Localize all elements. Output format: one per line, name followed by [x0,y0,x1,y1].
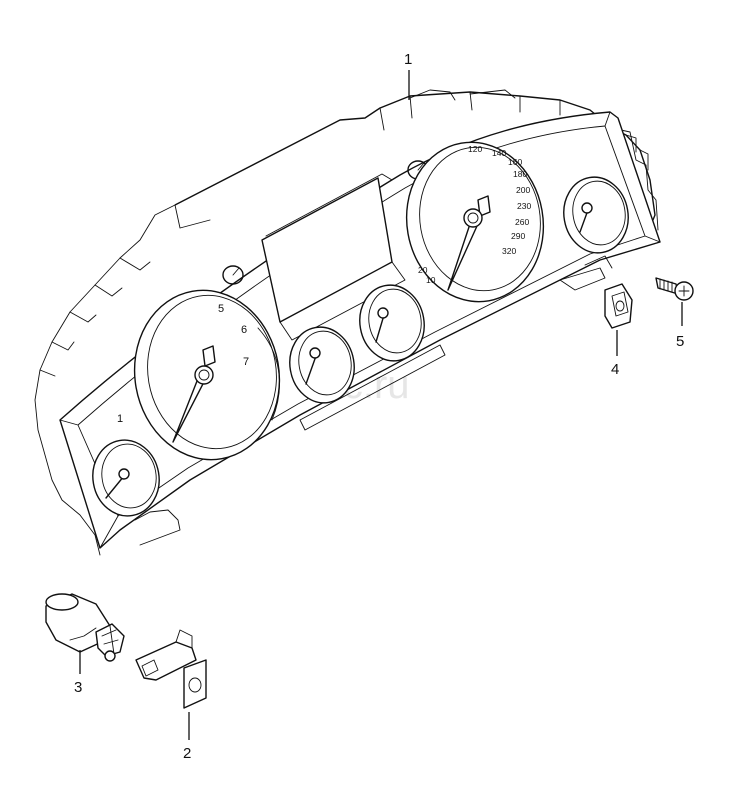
aux-gauge-center-left [289,326,355,404]
tachometer-number-5: 5 [218,303,224,315]
aux-gauge-left [92,439,160,517]
aux-gauge-right [563,176,629,254]
tachometer-number-1: 1 [117,413,123,425]
callout-3: 3 [74,650,82,696]
indicator-lamp-left [222,265,244,285]
screw-part [655,277,694,301]
speedometer-number-290: 290 [511,231,525,241]
callout-label-5: 5 [676,333,684,350]
speedometer-number-180: 180 [513,169,527,179]
retaining-clip-part [604,283,633,329]
bulb-holder-part [45,593,125,662]
speedometer-number-120: 120 [468,144,482,154]
speedometer-number-230: 230 [517,201,531,211]
tachometer-number-7: 7 [243,356,249,368]
callout-2: 2 [183,712,191,762]
speedometer-hub [463,208,483,228]
callout-5: 5 [676,302,684,350]
speedometer-number-320: 320 [502,246,516,256]
aux-gauge-center-right [359,284,425,362]
speedometer-number-160: 160 [508,157,522,167]
callout-label-1: 1 [404,51,412,68]
callout-label-2: 2 [183,745,191,762]
callout-label-3: 3 [74,679,82,696]
speedometer-number-10: 10 [426,275,436,285]
callout-1: 1 [404,51,412,100]
speedometer-number-260: 260 [515,217,529,227]
tachometer-gauge: 1 5 6 7 [117,289,281,461]
central-display [261,173,406,341]
speedometer-number-20: 20 [418,265,428,275]
tachometer-number-6: 6 [241,324,247,336]
tachometer-hub [194,365,214,385]
speedometer-gauge: 20 10 120 140 160 180 200 230 260 290 32… [405,141,545,303]
speedometer-number-140: 140 [492,148,506,158]
callout-label-4: 4 [611,361,619,378]
mounting-bracket-part [135,629,207,709]
speedometer-number-200: 200 [516,185,530,195]
callout-4: 4 [611,330,619,378]
